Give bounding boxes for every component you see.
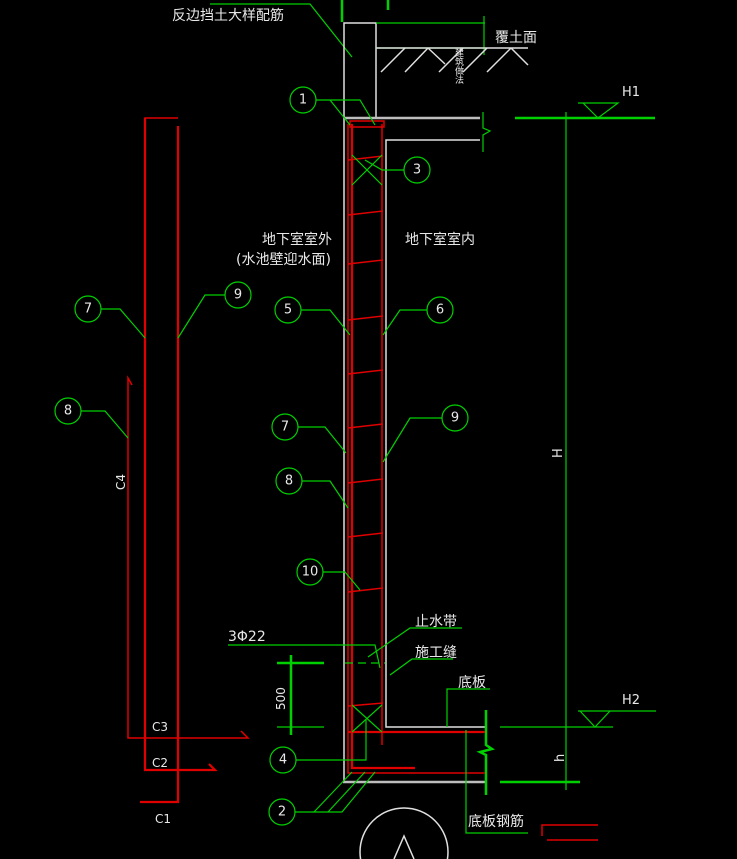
svg-text:9: 9 [451, 411, 459, 426]
rebar-fragment [541, 824, 598, 836]
joint-leader [389, 658, 453, 676]
construction-joint-label: 施工缝 [415, 645, 457, 661]
callout-8: 8 [275, 467, 303, 495]
svg-text:5: 5 [284, 303, 292, 318]
rebar-detail [144, 117, 178, 128]
svg-text:6: 6 [436, 303, 444, 318]
svg-text:1: 1 [299, 93, 307, 108]
rebar-c1 [140, 126, 180, 804]
svg-text:7: 7 [281, 420, 289, 435]
tie-bars [347, 155, 384, 707]
outer-rebar [347, 124, 485, 774]
section-arrow-icon [393, 834, 415, 859]
soil-hatch [380, 47, 529, 73]
callout-5: 5 [274, 296, 302, 324]
dim-h-label: h [553, 754, 568, 762]
title-leader [210, 3, 353, 58]
rebar-spec-label: 3Φ22 [228, 629, 266, 645]
top-rebar [349, 120, 385, 128]
rebar-spec-leader [228, 644, 381, 669]
cover-surface-label: 覆土面 [495, 30, 537, 46]
callout-leaders [81, 99, 442, 813]
inside-label: 地下室室内 [405, 231, 475, 248]
callout-7: 7 [74, 295, 102, 323]
slab-rebar-label: 底板钢筋 [468, 813, 524, 830]
svg-text:9: 9 [234, 288, 242, 303]
callout-9: 9 [224, 281, 252, 309]
waterstop-label: 止水带 [415, 614, 457, 630]
svg-text:10: 10 [302, 565, 319, 580]
callout-3: 3 [403, 156, 431, 184]
slab-leader [446, 688, 490, 727]
dim-H-label: H [551, 448, 566, 458]
callout-4: 4 [269, 746, 297, 774]
c3-label: C3 [152, 720, 168, 734]
cover-thickness-label: 建筑做法 [453, 47, 464, 85]
outside-note: (水池壁迎水面) [236, 252, 331, 268]
svg-text:7: 7 [84, 302, 92, 317]
callout-8: 8 [54, 397, 82, 425]
outside-label: 地下室室外 [262, 231, 332, 248]
break-symbol [482, 112, 492, 152]
dim-500-label: 500 [274, 687, 288, 710]
svg-text:8: 8 [64, 404, 72, 419]
outer-rebar [350, 124, 415, 770]
curb-outline [343, 22, 377, 118]
wall-inner-face [385, 139, 485, 728]
slab-rebar-leader [465, 730, 528, 834]
slab-label: 底板 [458, 675, 486, 691]
callout-6: 6 [426, 296, 454, 324]
callout-10: 10 [296, 558, 324, 586]
section-symbol [359, 807, 449, 859]
level-h1-symbol [578, 102, 620, 119]
svg-text:8: 8 [285, 474, 293, 489]
svg-text:3: 3 [413, 163, 421, 178]
level-h2-symbol [579, 710, 611, 728]
svg-text:2: 2 [278, 805, 286, 820]
cross-marks [351, 154, 383, 733]
callout-9: 9 [441, 404, 469, 432]
c1-label: C1 [155, 812, 171, 826]
callout-2: 2 [268, 798, 296, 826]
rebar-c2 [143, 118, 218, 772]
svg-text:4: 4 [279, 753, 287, 768]
waterstop-leader [367, 627, 462, 658]
c2-label: C2 [152, 756, 168, 770]
c4-label: C4 [114, 474, 128, 490]
level-h1-label: H1 [622, 85, 640, 100]
callout-1: 1 [289, 86, 317, 114]
level-h2-label: H2 [622, 693, 640, 708]
callout-7: 7 [271, 413, 299, 441]
drawing-title: 反边挡土大样配筋 [172, 7, 284, 24]
break-symbol [476, 710, 496, 795]
rebar-c3-c4 [127, 375, 250, 739]
